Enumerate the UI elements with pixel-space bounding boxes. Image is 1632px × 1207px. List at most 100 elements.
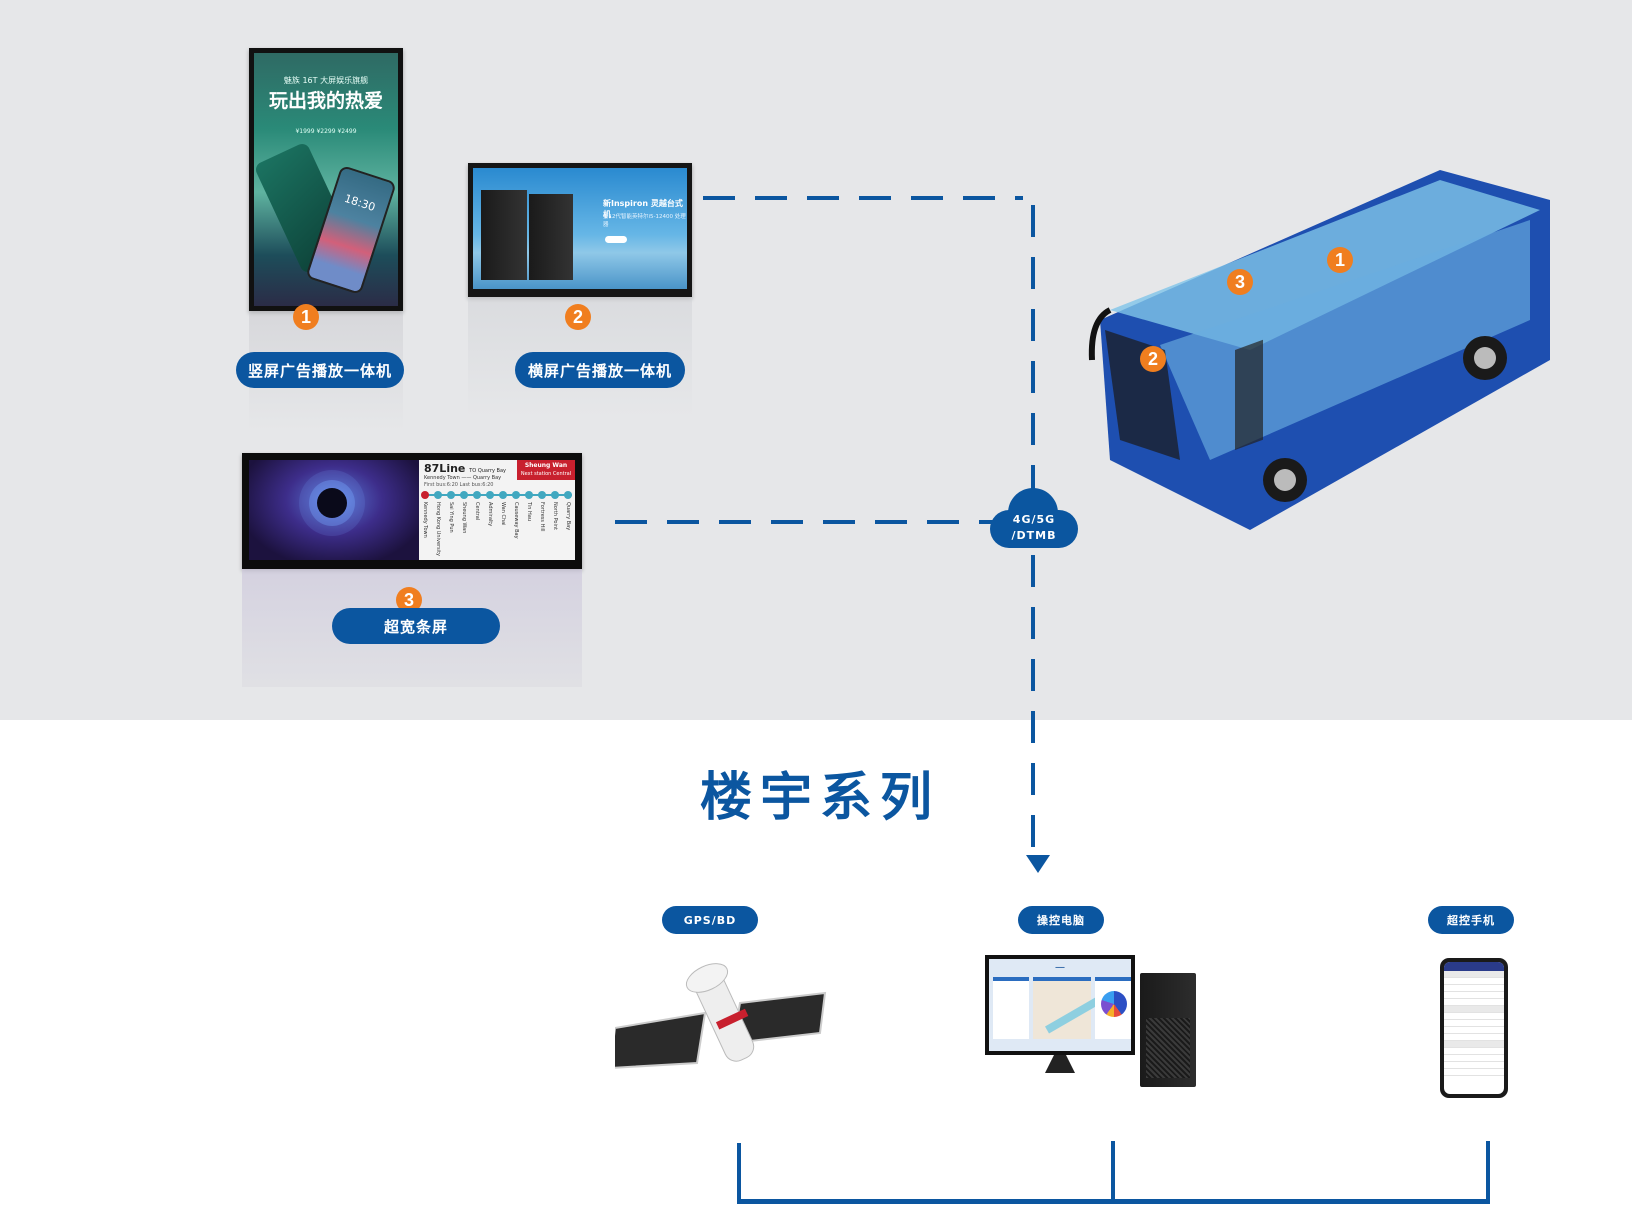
line-number: 87Line [424, 462, 466, 475]
route-track [424, 494, 572, 496]
device-label-landscape: 横屏广告播放一体机 [515, 352, 685, 388]
route-stop-dot [447, 491, 455, 499]
route-stop-name: Kennedy Town [422, 502, 428, 538]
number-badge-2: 2 [565, 304, 591, 330]
arrow-down-icon [1026, 855, 1050, 873]
bus-door [1235, 339, 1263, 450]
bus-marker-3: 3 [1227, 269, 1253, 295]
dashed-connector [1031, 205, 1035, 490]
route-stop-dot [564, 491, 572, 499]
stats-panel [993, 977, 1029, 1039]
phone-list-row [1444, 978, 1504, 985]
number-badge-1: 1 [293, 304, 319, 330]
pc-tower [1140, 973, 1196, 1087]
phone-list-row [1444, 1020, 1504, 1027]
map-panel [1033, 977, 1101, 1039]
endpoint-label-computer: 操控电脑 [1018, 906, 1104, 934]
phone-time: 18:30 [342, 191, 377, 214]
portrait-ad-screen: 魅族 16T 大屏娱乐旗舰 玩出我的热爱 ¥1999 ¥2299 ¥2499 1… [249, 48, 403, 311]
landscape-ad-screen: 新Inspiron 灵越台式机 第12代智能英特尔i5-12400 处理器 [468, 163, 692, 297]
route-stop-name: Quarry Bay [565, 502, 571, 531]
next-station-label: Next station Central [520, 471, 572, 477]
bracket-connector [1486, 1141, 1490, 1203]
pc-tower-image [481, 190, 527, 280]
line-direction: TO Quarry Bay [469, 468, 507, 474]
ultra-wide-bar-screen: 87Line TO Quarry Bay Kennedy Town —— Qua… [242, 453, 582, 569]
bracket-connector [737, 1199, 1490, 1204]
route-stop-dot [486, 491, 494, 499]
route-stop-dot [473, 491, 481, 499]
phone-list-row [1444, 1041, 1504, 1048]
route-stop-dot [538, 491, 546, 499]
route-stop-dot [421, 491, 429, 499]
route-line: 87Line TO Quarry Bay [424, 462, 506, 475]
desktop-computer-icon: ━━━ [985, 955, 1205, 1095]
network-cloud-icon: 4G/5G/DTMB [990, 488, 1078, 550]
mobile-phone-icon [1440, 958, 1508, 1098]
route-stop-name: Tin Hau [526, 502, 532, 522]
screen-headline: 玩出我的热爱 [268, 90, 383, 112]
route-stop-dot [525, 491, 533, 499]
pc-tower-image [529, 194, 573, 280]
network-label-line2: /DTMB [1011, 529, 1057, 542]
next-station-name: Sheung Wan [524, 462, 568, 469]
network-label-line1: 4G/5G [1012, 513, 1056, 526]
bus-marker-2: 2 [1140, 346, 1166, 372]
route-stop-dot [460, 491, 468, 499]
phone-list-row [1444, 985, 1504, 992]
bracket-connector [1111, 1141, 1115, 1203]
phone-list-row [1444, 1027, 1504, 1034]
phone-list-row [1444, 992, 1504, 999]
dashed-connector [1031, 555, 1035, 855]
endpoint-label-gps: GPS/BD [662, 906, 758, 934]
phone-list-row [1444, 1013, 1504, 1020]
bus-route-display: 87Line TO Quarry Bay Kennedy Town —— Qua… [419, 460, 575, 560]
route-stop-name: Wan Chai [500, 502, 506, 526]
satellite-icon [615, 963, 827, 1069]
device-label-wide: 超宽条屏 [332, 608, 500, 644]
bus-roof-glass [1110, 180, 1540, 350]
phone-list-row [1444, 1006, 1504, 1013]
route-stop-dot [512, 491, 520, 499]
galaxy-image [249, 460, 419, 560]
phone-list-row [1444, 1055, 1504, 1062]
monitor-stand [1045, 1055, 1075, 1073]
phone-list-row [1444, 1069, 1504, 1076]
planet-image [317, 488, 347, 518]
dashed-connector [703, 196, 1023, 200]
chart-panel [1095, 977, 1131, 1039]
route-stop-name: Hong Kong University [435, 502, 441, 556]
route-stop-dot [434, 491, 442, 499]
screen-description: 第12代智能英特尔i5-12400 处理器 [603, 214, 686, 228]
bus-mirror [1088, 307, 1112, 361]
screen-headline: 新Inspiron 灵越台式机 [603, 199, 683, 219]
route-stop-name: Sai Ying Pun [448, 502, 454, 533]
phone-list-row [1444, 1034, 1504, 1041]
endpoint-label-phone: 超控手机 [1428, 906, 1514, 934]
phone-list-row [1444, 971, 1504, 978]
route-stop-name: Admiralty [487, 502, 493, 527]
device-label-portrait: 竖屏广告播放一体机 [236, 352, 404, 388]
route-endpoints: Kennedy Town —— Quarry Bay [424, 475, 502, 481]
monitor-header: ━━━ [1055, 965, 1065, 971]
route-stop-name: Causeway Bay [513, 502, 519, 539]
route-stop-dot [499, 491, 507, 499]
route-stop-name: Fortress Hill [539, 502, 545, 532]
bus-illustration [1088, 170, 1550, 530]
phone-list-row [1444, 1062, 1504, 1069]
screen-subtitle: 魅族 16T 大屏娱乐旗舰 [283, 76, 369, 85]
screen-cta-button [605, 236, 627, 243]
bracket-connector [737, 1143, 741, 1203]
phone-list-row [1444, 1048, 1504, 1055]
route-stop-dot [551, 491, 559, 499]
bus-marker-1: 1 [1327, 247, 1353, 273]
route-times: First bus:6:20 Last bus:6:20 [424, 482, 494, 488]
section-title: 楼宇系列 [700, 768, 941, 828]
route-stop-name: Central [474, 502, 480, 521]
route-stop-name: North Point [552, 502, 558, 530]
dashed-connector [615, 520, 995, 524]
phone-list-row [1444, 999, 1504, 1006]
screen-prices: ¥1999 ¥2299 ¥2499 [295, 128, 357, 135]
monitor: ━━━ [985, 955, 1135, 1055]
